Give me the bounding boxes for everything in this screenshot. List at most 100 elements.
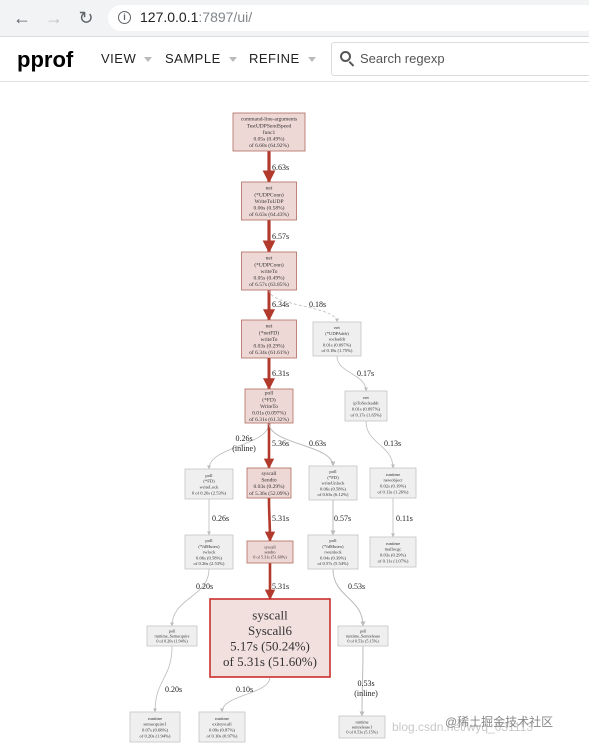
- node-box[interactable]: [209, 598, 331, 678]
- node-box[interactable]: [337, 625, 389, 647]
- call-edge[interactable]: [332, 568, 366, 627]
- edge-label: 0.26s(inline): [232, 434, 256, 453]
- url-path: :7897/ui/: [198, 9, 253, 25]
- node-box[interactable]: [307, 534, 359, 570]
- node-box[interactable]: [338, 715, 386, 739]
- edge-label: 6.63s: [272, 163, 289, 172]
- search-input[interactable]: [360, 49, 580, 67]
- view-menu-label: VIEW: [101, 51, 137, 66]
- call-edge[interactable]: [359, 645, 365, 717]
- edge-label: 6.57s: [272, 232, 289, 241]
- refine-menu[interactable]: REFINE: [249, 51, 316, 66]
- sample-menu[interactable]: SAMPLE: [165, 51, 237, 66]
- edge-label: 5.31s: [272, 582, 289, 591]
- back-arrow-icon[interactable]: ←: [13, 8, 31, 28]
- url-host: 127.0.0.1: [140, 9, 199, 25]
- call-edge[interactable]: [365, 420, 395, 469]
- node-box[interactable]: [344, 390, 388, 422]
- edge-label: 0.13s: [384, 439, 401, 448]
- call-edge[interactable]: [264, 497, 276, 543]
- node-box[interactable]: [244, 388, 294, 424]
- node-box[interactable]: [184, 468, 234, 500]
- node-box[interactable]: [369, 467, 417, 499]
- node-box[interactable]: [246, 540, 294, 564]
- edge-label: 0.20s: [196, 582, 213, 591]
- call-edge[interactable]: [207, 422, 270, 470]
- node-box[interactable]: [184, 534, 234, 570]
- node-box[interactable]: [312, 321, 362, 357]
- node-box[interactable]: [129, 711, 181, 743]
- edge-label: 0.57s: [334, 514, 351, 523]
- pprof-logo: pprof: [17, 47, 74, 72]
- node-box[interactable]: [146, 625, 198, 647]
- call-edge[interactable]: [153, 645, 173, 713]
- node-box[interactable]: [241, 181, 297, 221]
- search-icon: [340, 51, 351, 62]
- sample-menu-label: SAMPLE: [165, 51, 221, 66]
- url-text[interactable]: 127.0.0.1:7897/ui/: [140, 9, 252, 25]
- refine-caret-icon: [307, 57, 316, 63]
- call-edge[interactable]: [220, 676, 271, 713]
- node-box[interactable]: [232, 112, 306, 152]
- edge-label: 0.18s: [309, 300, 326, 309]
- address-bar[interactable]: [108, 5, 589, 31]
- forward-arrow-icon[interactable]: →: [45, 8, 63, 28]
- node-box[interactable]: [198, 711, 246, 743]
- node-box[interactable]: [308, 465, 358, 501]
- edge-label: 6.34s: [272, 300, 289, 309]
- node-box[interactable]: [241, 251, 297, 291]
- edge-label: 0.11s: [396, 514, 413, 523]
- call-edge[interactable]: [170, 568, 210, 627]
- node-box[interactable]: [241, 319, 297, 359]
- edge-label: 0.63s: [309, 439, 326, 448]
- call-edge[interactable]: [336, 355, 368, 392]
- edge-label: 0.53s(inline): [354, 679, 378, 698]
- node-box[interactable]: [246, 467, 292, 499]
- view-menu[interactable]: VIEW: [101, 51, 153, 66]
- node-box[interactable]: [369, 536, 417, 568]
- reload-icon[interactable]: ↻: [78, 8, 94, 28]
- info-icon[interactable]: i: [118, 11, 131, 24]
- edge-label: 5.31s: [272, 514, 289, 523]
- call-edge[interactable]: [268, 422, 336, 467]
